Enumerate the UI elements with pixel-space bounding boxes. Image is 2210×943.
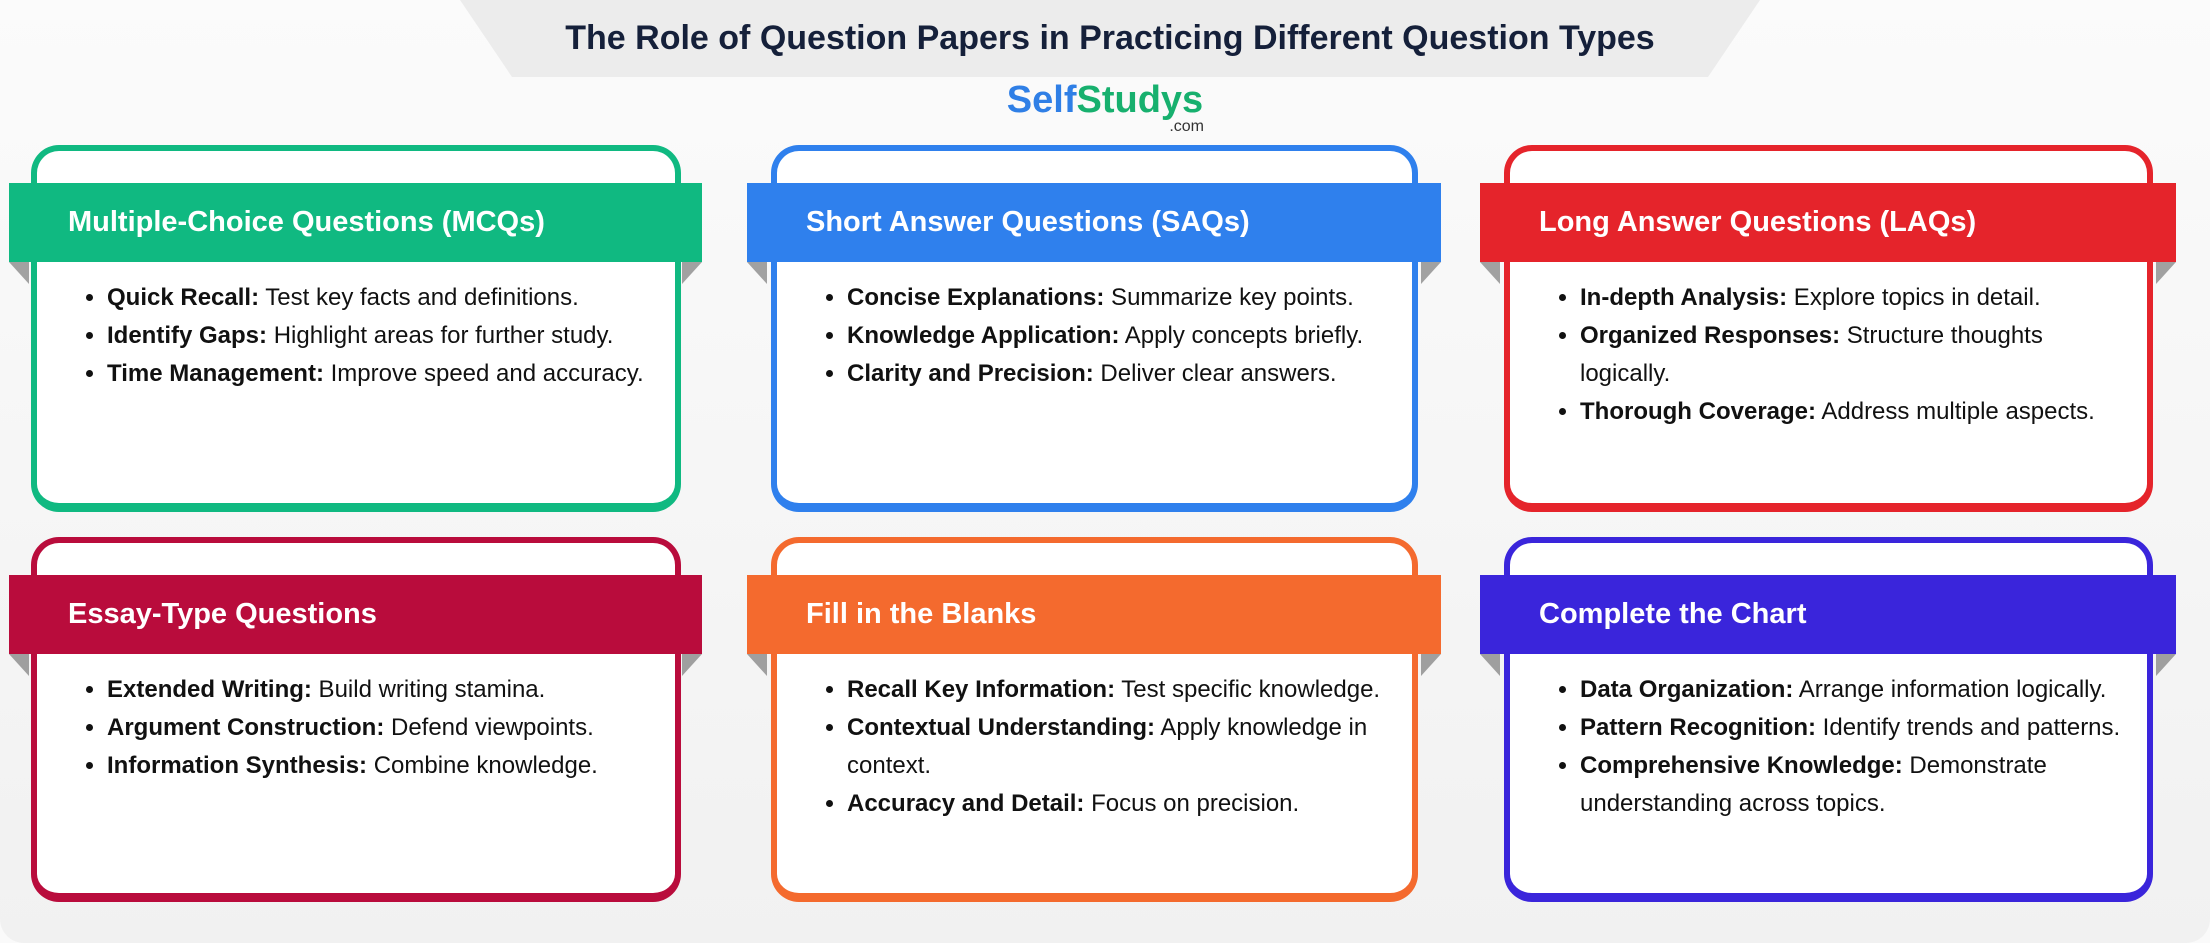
page-title: The Role of Question Papers in Practicin… xyxy=(565,19,1655,57)
ribbon-fold xyxy=(9,262,29,284)
item-label: Organized Responses: xyxy=(1580,322,1841,349)
list-item: Comprehensive Knowledge: Demonstrate und… xyxy=(1580,747,2129,823)
list-item: Argument Construction: Defend viewpoints… xyxy=(107,709,657,747)
item-text: Summarize key points. xyxy=(1104,284,1354,311)
list-item: Clarity and Precision: Deliver clear ans… xyxy=(847,355,1394,393)
item-label: Argument Construction: xyxy=(107,714,385,741)
card-bullet-list: In-depth Analysis: Explore topics in det… xyxy=(1550,279,2129,431)
card-bullet-list: Quick Recall: Test key facts and definit… xyxy=(77,279,657,393)
item-label: Data Organization: xyxy=(1580,676,1794,703)
item-label: Extended Writing: xyxy=(107,676,312,703)
ribbon-fold xyxy=(747,262,767,284)
item-label: Information Synthesis: xyxy=(107,752,368,779)
item-text: Demonstrate understanding across topics. xyxy=(1580,752,2047,817)
list-item: Information Synthesis: Combine knowledge… xyxy=(107,747,657,785)
ribbon-fold xyxy=(1480,654,1500,676)
item-text: Improve speed and accuracy. xyxy=(323,360,644,387)
item-label: Pattern Recognition: xyxy=(1580,714,1817,741)
card-heading: Essay-Type Questions xyxy=(68,598,377,630)
card-header-ribbon: Essay-Type Questions xyxy=(9,575,702,676)
item-label: Comprehensive Knowledge: xyxy=(1580,752,1903,779)
item-text: Highlight areas for further study. xyxy=(267,322,614,349)
item-label: Identify Gaps: xyxy=(107,322,268,349)
card-heading: Fill in the Blanks xyxy=(806,598,1037,630)
card-header-ribbon: Complete the Chart xyxy=(1480,575,2176,676)
item-text: Arrange information logically. xyxy=(1793,676,2107,703)
item-text: Apply knowledge in context. xyxy=(847,714,1368,779)
item-label: Clarity and Precision: xyxy=(847,360,1094,387)
ribbon-fold xyxy=(682,654,702,676)
logo-self: Self xyxy=(1006,79,1077,121)
list-item: Pattern Recognition: Identify trends and… xyxy=(1580,709,2129,747)
item-label: Accuracy and Detail: xyxy=(847,790,1085,817)
list-item: In-depth Analysis: Explore topics in det… xyxy=(1580,279,2129,317)
title-banner: The Role of Question Papers in Practicin… xyxy=(460,0,1760,77)
list-item: Thorough Coverage: Address multiple aspe… xyxy=(1580,393,2129,431)
ribbon-fold xyxy=(9,654,29,676)
item-label: Contextual Understanding: xyxy=(847,714,1156,741)
card-header-ribbon: Short Answer Questions (SAQs) xyxy=(747,183,1441,284)
item-text: Deliver clear answers. xyxy=(1093,360,1337,387)
ribbon-fold xyxy=(2156,262,2176,284)
item-label: Time Management: xyxy=(107,360,324,387)
list-item: Recall Key Information: Test specific kn… xyxy=(847,671,1394,709)
card-bullet-list: Concise Explanations: Summarize key poin… xyxy=(817,279,1394,393)
list-item: Contextual Understanding: Apply knowledg… xyxy=(847,709,1394,785)
list-item: Data Organization: Arrange information l… xyxy=(1580,671,2129,709)
item-text: Test key facts and definitions. xyxy=(259,284,579,311)
card-heading: Short Answer Questions (SAQs) xyxy=(806,206,1250,238)
list-item: Time Management: Improve speed and accur… xyxy=(107,355,657,393)
ribbon-fold xyxy=(1421,262,1441,284)
item-text: Build writing stamina. xyxy=(311,676,546,703)
item-label: Thorough Coverage: xyxy=(1580,398,1817,425)
logo-suffix: .com xyxy=(1169,118,1204,135)
item-text: Apply concepts briefly. xyxy=(1119,322,1364,349)
item-text: Combine knowledge. xyxy=(367,752,598,779)
card-heading: Multiple-Choice Questions (MCQs) xyxy=(68,206,545,238)
ribbon-fold xyxy=(2156,654,2176,676)
card-header-ribbon: Multiple-Choice Questions (MCQs) xyxy=(9,183,702,284)
ribbon-fold xyxy=(1421,654,1441,676)
item-label: Quick Recall: xyxy=(107,284,260,311)
list-item: Concise Explanations: Summarize key poin… xyxy=(847,279,1394,317)
item-text: Defend viewpoints. xyxy=(384,714,594,741)
list-item: Extended Writing: Build writing stamina. xyxy=(107,671,657,709)
item-text: Structure thoughts logically. xyxy=(1580,322,2043,387)
ribbon-fold xyxy=(1480,262,1500,284)
ribbon-fold xyxy=(747,654,767,676)
ribbon-fold xyxy=(682,262,702,284)
card-heading: Complete the Chart xyxy=(1539,598,1807,630)
item-label: Recall Key Information: xyxy=(847,676,1116,703)
item-label: In-depth Analysis: xyxy=(1580,284,1788,311)
list-item: Accuracy and Detail: Focus on precision. xyxy=(847,785,1394,823)
card-bullet-list: Extended Writing: Build writing stamina.… xyxy=(77,671,657,785)
item-text: Test specific knowledge. xyxy=(1115,676,1381,703)
list-item: Organized Responses: Structure thoughts … xyxy=(1580,317,2129,393)
card-bullet-list: Data Organization: Arrange information l… xyxy=(1550,671,2129,823)
logo-studys: Studys xyxy=(1076,79,1204,121)
list-item: Quick Recall: Test key facts and definit… xyxy=(107,279,657,317)
selfstudys-logo: SelfStudys .com xyxy=(1000,79,1210,135)
item-label: Concise Explanations: xyxy=(847,284,1105,311)
item-text: Identify trends and patterns. xyxy=(1816,714,2121,741)
item-label: Knowledge Application: xyxy=(847,322,1120,349)
item-text: Address multiple aspects. xyxy=(1816,398,2095,425)
list-item: Knowledge Application: Apply concepts br… xyxy=(847,317,1394,355)
card-header-ribbon: Long Answer Questions (LAQs) xyxy=(1480,183,2176,284)
list-item: Identify Gaps: Highlight areas for furth… xyxy=(107,317,657,355)
item-text: Focus on precision. xyxy=(1084,790,1300,817)
card-bullet-list: Recall Key Information: Test specific kn… xyxy=(817,671,1394,823)
card-header-ribbon: Fill in the Blanks xyxy=(747,575,1441,676)
item-text: Explore topics in detail. xyxy=(1787,284,2041,311)
card-heading: Long Answer Questions (LAQs) xyxy=(1539,206,1977,238)
